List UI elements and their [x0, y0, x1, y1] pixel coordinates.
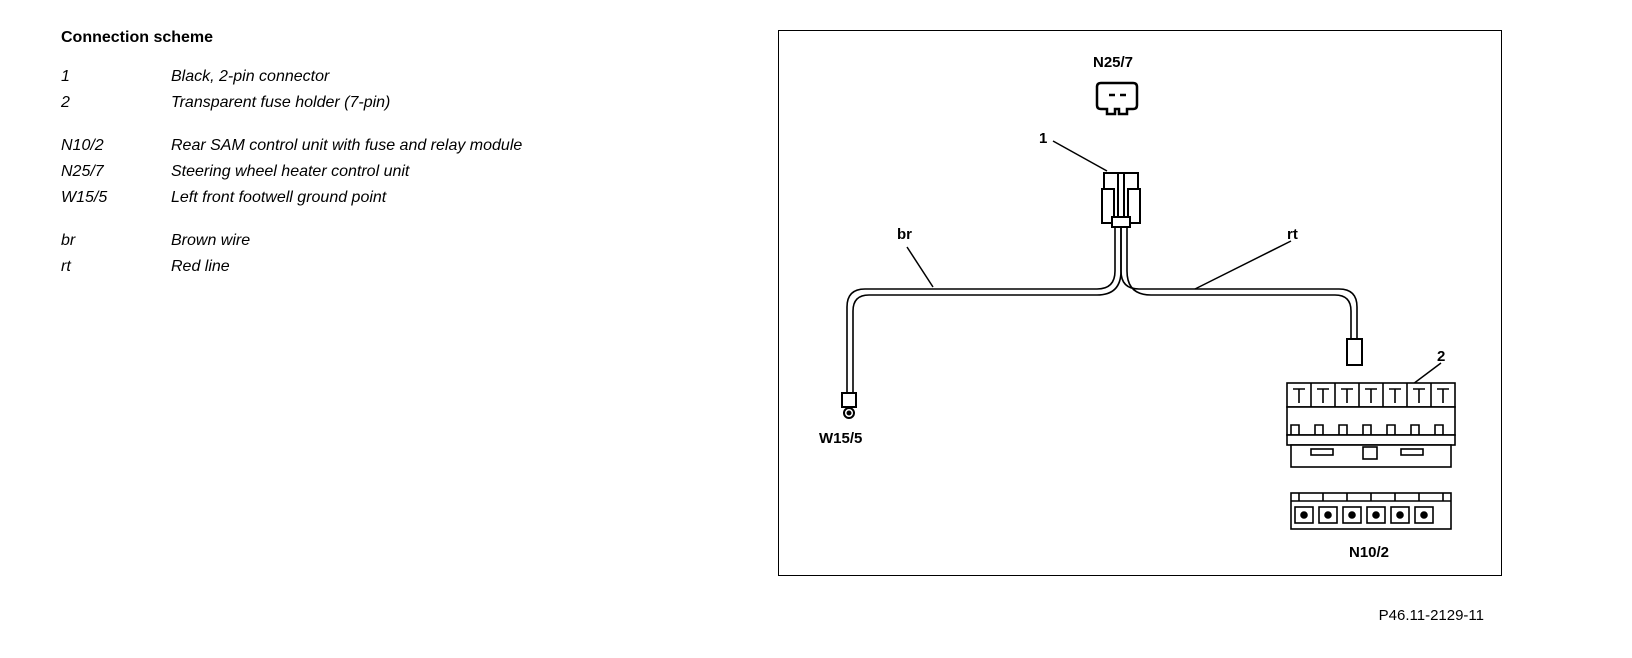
- ground-terminal-icon: [841, 392, 857, 419]
- wiring-diagram-frame: N25/7 1 br rt: [778, 30, 1502, 576]
- wiring-diagram: N25/7 1 br rt: [819, 54, 1456, 561]
- legend-desc: Brown wire: [171, 232, 251, 249]
- legend-row: 2 Transparent fuse holder (7-pin): [61, 90, 721, 116]
- label-n25-7: N25/7: [1093, 54, 1133, 71]
- legend-row: N25/7 Steering wheel heater control unit: [61, 159, 721, 185]
- legend-desc: Black, 2-pin connector: [171, 68, 330, 85]
- label-w15-5: W15/5: [819, 430, 862, 447]
- leader-line-br: [906, 246, 934, 288]
- legend-key: rt: [61, 258, 71, 275]
- legend-row: N10/2 Rear SAM control unit with fuse an…: [61, 133, 721, 159]
- legend-key: W15/5: [61, 189, 108, 206]
- label-2: 2: [1437, 348, 1445, 365]
- legend-row: W15/5 Left front footwell ground point: [61, 185, 721, 211]
- leader-line-1: [1052, 140, 1108, 172]
- label-n10-2: N10/2: [1349, 544, 1389, 561]
- legend-group-units: N10/2 Rear SAM control unit with fuse an…: [61, 133, 721, 211]
- legend-title: Connection scheme: [61, 29, 214, 46]
- wire-end-terminal-icon: [1346, 338, 1363, 366]
- legend-desc: Steering wheel heater control unit: [171, 163, 410, 180]
- figure-reference-number: P46.11-2129-11: [1378, 607, 1484, 624]
- label-rt: rt: [1287, 226, 1298, 243]
- wire-harness: [846, 227, 1358, 395]
- legend-row: rt Red line: [61, 254, 721, 280]
- legend-row: 1 Black, 2-pin connector: [61, 64, 721, 90]
- label-1: 1: [1039, 130, 1047, 147]
- sam-module-connector-icon: [1290, 492, 1452, 530]
- legend: Connection scheme 1 Black, 2-pin connect…: [61, 28, 721, 297]
- legend-desc: Red line: [171, 258, 230, 275]
- legend-key: N25/7: [61, 163, 104, 180]
- legend-desc: Left front footwell ground point: [171, 189, 387, 206]
- legend-key: 1: [61, 68, 70, 85]
- legend-desc: Transparent fuse holder (7-pin): [171, 94, 391, 111]
- two-pin-connector-icon: [1101, 172, 1141, 228]
- legend-key: N10/2: [61, 137, 104, 154]
- legend-row: br Brown wire: [61, 228, 721, 254]
- legend-key: 2: [61, 94, 70, 111]
- fuse-holder-icon: [1286, 382, 1456, 468]
- legend-desc: Rear SAM control unit with fuse and rela…: [171, 137, 523, 154]
- leader-line-rt: [1194, 240, 1292, 290]
- steering-wheel-heater-unit-icon: [1095, 81, 1139, 116]
- legend-group-components: 1 Black, 2-pin connector 2 Transparent f…: [61, 64, 721, 116]
- legend-group-wires: br Brown wire rt Red line: [61, 228, 721, 280]
- legend-key: br: [61, 232, 76, 249]
- label-br: br: [897, 226, 912, 243]
